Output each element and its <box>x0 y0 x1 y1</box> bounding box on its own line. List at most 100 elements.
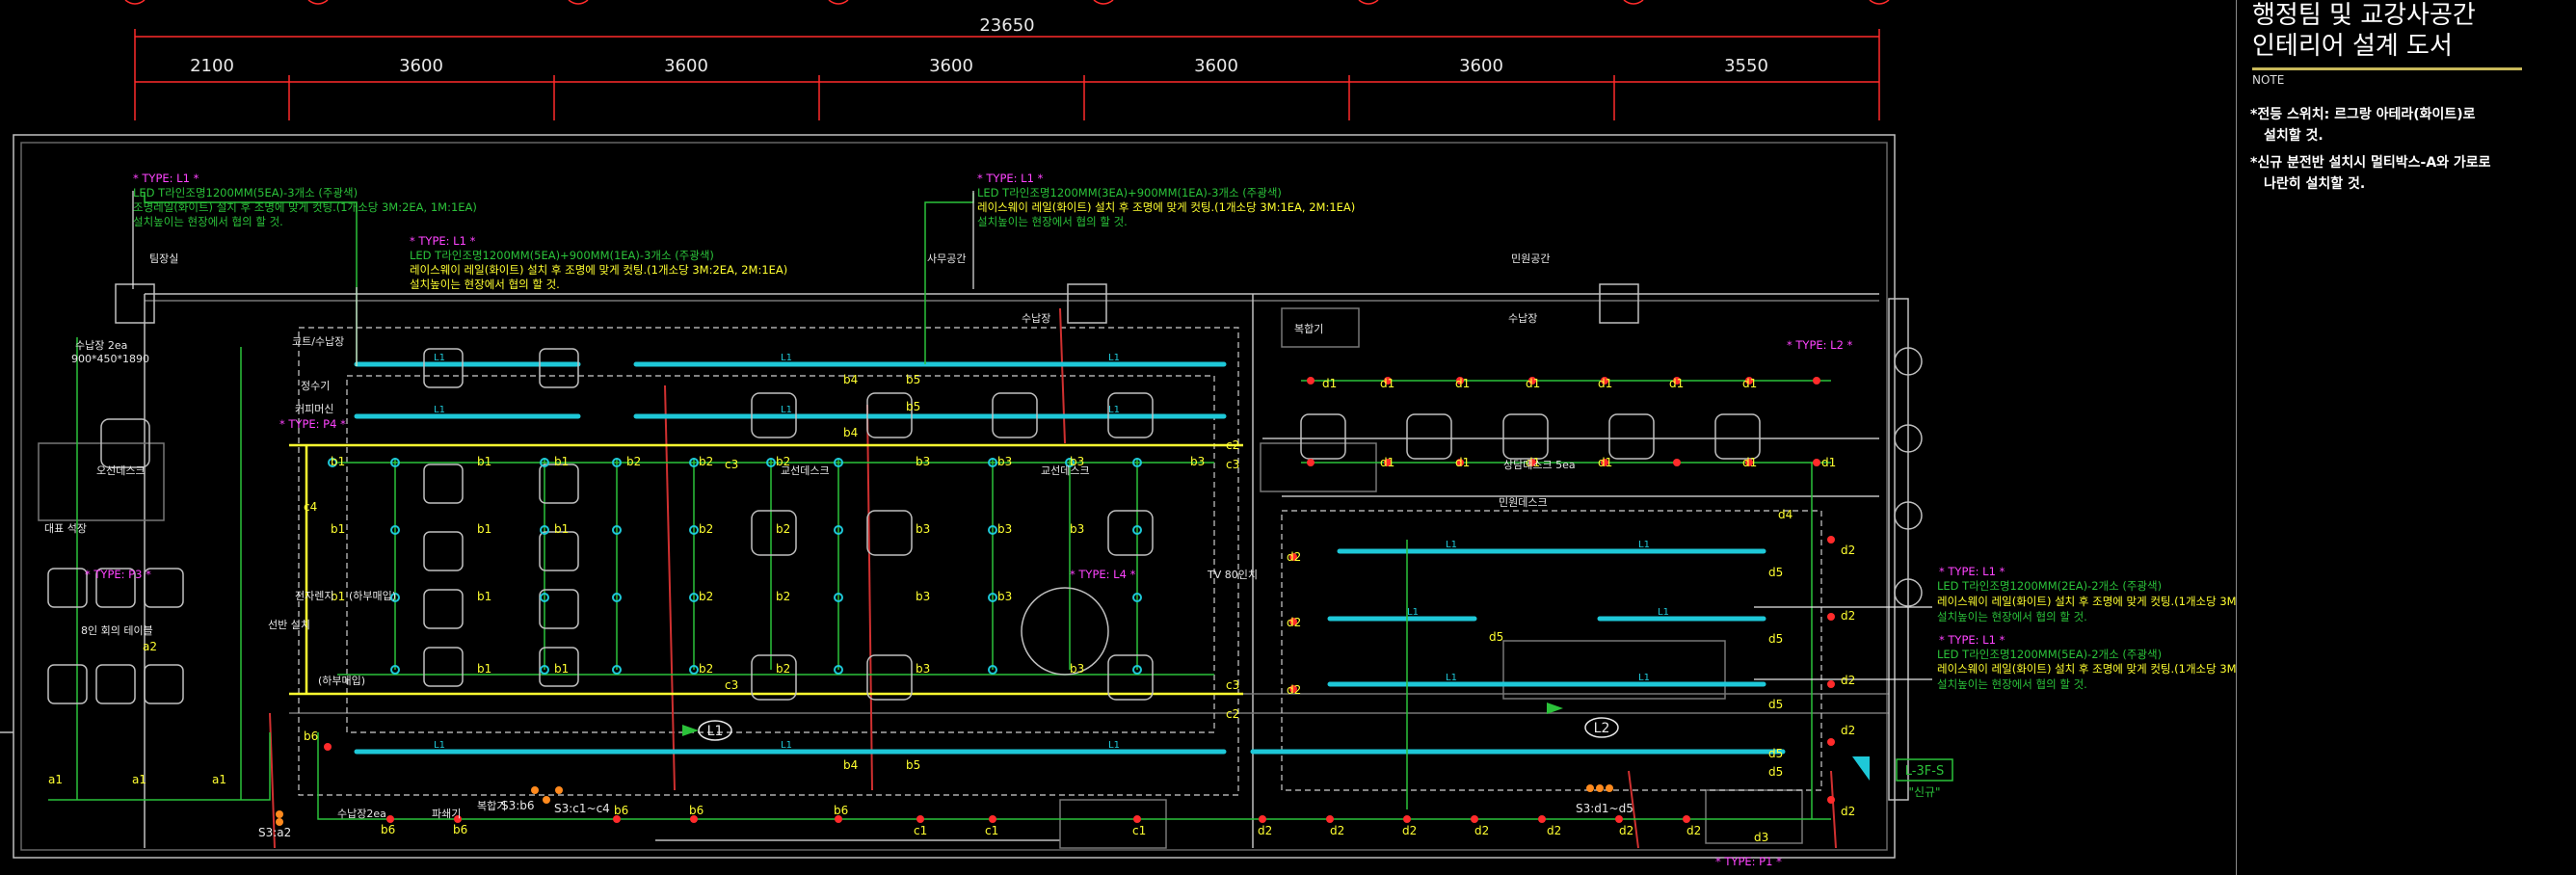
fixture-b2: b2 <box>776 590 790 603</box>
annotation-3: * TYPE: L1 * LED T라인조명1200MM(3EA)+900MM(… <box>977 172 1355 228</box>
type-tag-p1: * TYPE: P1 * <box>1715 855 1782 868</box>
fixture-b1: b1 <box>554 522 569 536</box>
callout-l2: L2 <box>1594 721 1610 736</box>
rail-label-l1: L1 <box>781 740 792 751</box>
type-tag-p3: * TYPE: P3 * <box>85 568 151 581</box>
title-rule <box>2252 67 2522 70</box>
drawing-title-line-2: 인테리어 설계 도서 <box>2252 32 2453 61</box>
rail-label-l1: L1 <box>781 405 792 415</box>
note-1: *전등 스위치: 르그랑 아테라(화이트)로 설치할 것. <box>2250 104 2559 146</box>
fixture-c1: c1 <box>914 824 927 837</box>
fixture-b3: b3 <box>916 662 930 676</box>
annotation-line: 설치높이는 현장에서 협의 할 것. <box>1937 610 2087 623</box>
fixture-c3: c3 <box>725 458 738 471</box>
fixture-b6: b6 <box>304 729 318 743</box>
room-label-meeting: 8인 회의 테이블 <box>81 624 153 637</box>
panel-tag: L-3F-S <box>1905 764 1944 779</box>
fixture-b2: b2 <box>699 590 713 603</box>
leader-lines <box>132 191 1932 680</box>
rail-labels: L1 L1 L1 L1 L1 L1 L1 L1 L1 L1 L1 L1 L1 L… <box>434 353 1669 751</box>
type-tag-l2: * TYPE: L2 * <box>1787 338 1853 352</box>
fixture-d2: d2 <box>1402 824 1417 837</box>
switch-label-b6: S3:b6 <box>501 799 535 812</box>
panel-tag-sub: "신규" <box>1908 785 1940 799</box>
fixture-d1: d1 <box>1526 456 1540 469</box>
type-tags: * TYPE: L2 * * TYPE: P4 * * TYPE: P3 * *… <box>85 338 1853 868</box>
fixture-d1: d1 <box>1821 456 1836 469</box>
fixture-b4: b4 <box>843 426 858 439</box>
annotation-line: 레이스웨이 레일(화이트) 설치 후 조명에 맞게 컷팅.(1개소당 3M:2E… <box>410 263 787 277</box>
fixture-b1: b1 <box>477 522 491 536</box>
fixture-b6: b6 <box>614 804 628 817</box>
rail-label-l1: L1 <box>1446 673 1457 683</box>
room-label-storage: 수납장 <box>1508 312 1537 325</box>
annotation-2: * TYPE: L1 * LED T라인조명1200MM(5EA)+900MM(… <box>410 234 787 291</box>
fixture-d2: d2 <box>1474 824 1489 837</box>
room-label-coffee: 커피머신 <box>295 403 333 415</box>
fixture-b5: b5 <box>906 373 920 386</box>
d-fixture-points <box>324 377 1835 823</box>
fixture-b2: b2 <box>626 455 641 468</box>
fixture-b1: b1 <box>554 455 569 468</box>
fixture-b2: b2 <box>776 662 790 676</box>
fixture-c3: c3 <box>1226 678 1239 692</box>
fixture-b2: b2 <box>776 522 790 536</box>
fixture-a2: a2 <box>143 640 157 653</box>
fixture-labels: b1 b1 b1 b2 b2 b2 b3 b3 b3 b3 b1 b1 b1 b… <box>48 373 1855 844</box>
fixture-b1: b1 <box>331 522 345 536</box>
callouts: L1 L2 L-3F-S "신규" <box>682 703 1953 799</box>
switch-label-d1d5: S3:d1~d5 <box>1576 802 1633 815</box>
rail-label-l1: L1 <box>1658 607 1669 618</box>
chairs <box>47 347 1923 704</box>
dim-bay-4: 3600 <box>929 56 973 76</box>
drawing-title-line-1: 행정팀 및 교강사공간 <box>2252 1 2476 30</box>
dim-bay-6: 3600 <box>1459 56 1503 76</box>
room-label-water: 정수기 <box>301 380 330 392</box>
switch-label-c1c4: S3:c1~c4 <box>554 802 610 815</box>
fixture-d1: d1 <box>1598 456 1612 469</box>
fixture-d1: d1 <box>1598 377 1612 390</box>
annotation-type: * TYPE: L1 * <box>410 234 476 248</box>
fixture-b2: b2 <box>699 662 713 676</box>
note-1-line-2: 설치할 것. <box>2264 128 2324 144</box>
fixture-b4: b4 <box>843 373 858 386</box>
rail-label-l1: L1 <box>781 353 792 363</box>
fixture-d1: d1 <box>1322 377 1337 390</box>
rail-label-l1: L1 <box>434 740 445 751</box>
fixture-b3: b3 <box>1070 455 1084 468</box>
fixture-d5: d5 <box>1768 747 1783 760</box>
fixture-d1: d1 <box>1526 377 1540 390</box>
annotation-4: * TYPE: L1 * LED T라인조명1200MM(2EA)-2개소 (주… <box>1937 565 2236 623</box>
fixture-a1: a1 <box>132 773 146 786</box>
hatch-walls <box>269 307 1837 849</box>
fixture-b1: b1 <box>554 662 569 676</box>
note-label: NOTE <box>2252 73 2285 87</box>
room-label-team-lead: 팀장실 <box>149 252 178 265</box>
fixture-b3: b3 <box>1190 455 1205 468</box>
room-label-microwave: 전자렌지 <box>295 590 333 602</box>
fixture-d1: d1 <box>1742 456 1757 469</box>
fixture-d2: d2 <box>1841 805 1855 818</box>
lighting-zones <box>298 327 1822 796</box>
room-label-storage: 수납장 <box>1022 312 1050 325</box>
rail-label-l1: L1 <box>1108 353 1120 363</box>
fixture-b3: b3 <box>916 522 930 536</box>
dim-bay-3: 3600 <box>664 56 708 76</box>
rail-label-l1: L1 <box>1638 540 1650 550</box>
switch-labels: S3:a2 S3:b6 S3:c1~c4 S3:d1~d5 <box>258 799 1633 839</box>
dim-bay-2: 3600 <box>399 56 443 76</box>
fixture-d1: d1 <box>1669 377 1684 390</box>
annotation-line: 레이스웨이 레일(화이트) 설치 후 조명에 맞게 컷팅.(1개소당 3M:1E… <box>1937 595 2236 608</box>
fixture-d2: d2 <box>1841 609 1855 623</box>
fixture-c3: c3 <box>1226 458 1239 471</box>
note-1-line-1: *전등 스위치: 르그랑 아테라(화이트)로 <box>2250 107 2476 122</box>
room-label-shelf: 선반 설치 <box>268 619 310 631</box>
fixture-b3: b3 <box>997 590 1012 603</box>
annotation-line: 설치높이는 현장에서 협의 할 것. <box>977 215 1128 228</box>
fixture-d2: d2 <box>1619 824 1633 837</box>
rail-label-l1: L1 <box>1108 740 1120 751</box>
floor-plan-drawing: 23650 2100 3600 3600 3600 3600 3600 3550 <box>0 0 2236 868</box>
fixture-c3: c3 <box>725 678 738 692</box>
fixture-b1: b1 <box>477 455 491 468</box>
fixture-d1: d1 <box>1742 377 1757 390</box>
